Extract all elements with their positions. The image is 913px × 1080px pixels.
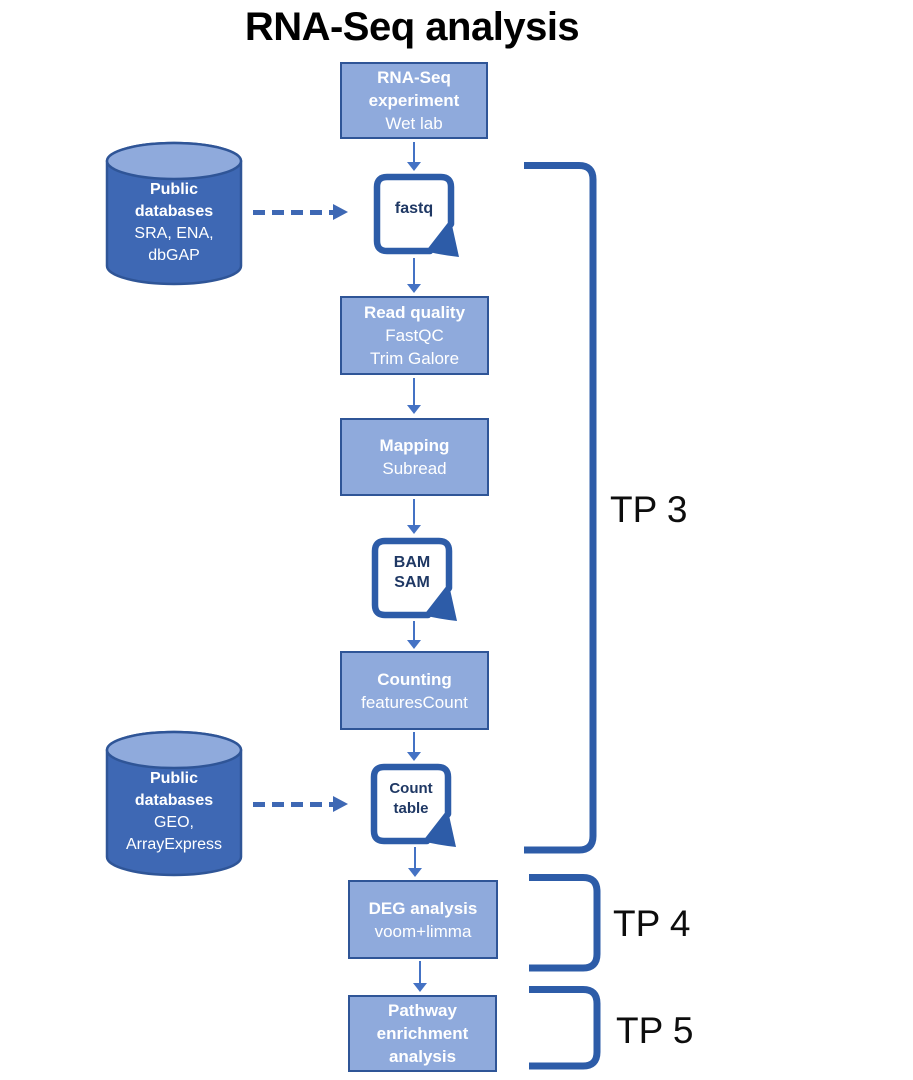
phase-label-tp3: TP 3	[610, 489, 688, 530]
diagram-title: RNA-Seq analysis	[244, 5, 580, 49]
db-line: SRA, ENA,	[134, 225, 214, 242]
box-line: experiment	[368, 91, 460, 110]
phase-bracket-tp5	[529, 986, 601, 1070]
dashed-arrow-icon	[253, 204, 348, 220]
arrow-down-icon	[407, 732, 421, 761]
box-line: FastQC	[385, 326, 444, 345]
dashed-arrow-icon	[253, 796, 348, 812]
arrow-down-icon	[407, 621, 421, 649]
document-icon	[373, 173, 459, 257]
box-line: Mapping	[379, 436, 450, 455]
doc-line: table	[393, 800, 429, 818]
database-icon	[105, 141, 243, 286]
db-line: Public	[149, 181, 198, 198]
doc-line: fastq	[394, 200, 434, 218]
db-line: dbGAP	[148, 247, 200, 264]
phase-bracket-tp4	[529, 874, 601, 972]
process-box-pathway-enrichment: Pathway enrichment analysis	[348, 995, 497, 1072]
database-label: Public databases SRA, ENA, dbGAP	[104, 179, 244, 267]
file-doc-count-table: Count table	[370, 763, 456, 847]
process-box-rna-seq-experiment: RNA-Seq experiment Wet lab	[340, 62, 488, 139]
arrow-down-icon	[413, 961, 427, 992]
box-line: voom+limma	[374, 921, 472, 941]
process-box-deg-analysis: DEG analysis voom+limma	[348, 880, 498, 959]
phase-bracket-tp3	[524, 162, 597, 854]
process-box-counting: Counting featuresCount	[340, 651, 489, 730]
database-icon	[105, 730, 243, 877]
box-line: RNA-Seq	[377, 68, 451, 87]
doc-line: Count	[389, 780, 433, 798]
box-line: Read quality	[363, 303, 466, 322]
document-icon	[371, 537, 457, 621]
box-line: analysis	[388, 1047, 457, 1066]
box-line: enrichment	[376, 1024, 469, 1043]
db-line: databases	[134, 203, 214, 220]
arrow-down-icon	[408, 847, 422, 877]
box-line: Wet lab	[385, 114, 443, 133]
phase-label-tp4: TP 4	[613, 903, 691, 944]
arrow-down-icon	[407, 499, 421, 534]
db-line: ArrayExpress	[125, 836, 223, 853]
process-box-mapping: Mapping Subread	[340, 418, 489, 496]
box-line: Counting	[377, 669, 452, 689]
arrow-down-icon	[407, 378, 421, 414]
doc-line: BAM	[393, 554, 431, 572]
file-doc-fastq: fastq	[373, 173, 459, 257]
box-line: DEG analysis	[368, 898, 478, 918]
db-line: databases	[134, 792, 214, 809]
phase-label-tp5: TP 5	[616, 1010, 694, 1051]
doc-line: SAM	[394, 574, 430, 592]
file-doc-bam-sam: BAM SAM	[371, 537, 457, 621]
database-cylinder-sra: Public databases SRA, ENA, dbGAP	[104, 139, 244, 287]
process-box-read-quality: Read quality FastQC Trim Galore	[340, 296, 489, 375]
document-icon	[370, 763, 456, 847]
arrow-down-icon	[407, 258, 421, 293]
box-line: Pathway	[388, 1001, 457, 1020]
database-label: Public databases GEO, ArrayExpress	[104, 768, 244, 856]
box-line: Trim Galore	[369, 349, 460, 368]
database-cylinder-geo: Public databases GEO, ArrayExpress	[104, 728, 244, 878]
arrow-down-icon	[407, 142, 421, 171]
box-line: Subread	[382, 459, 447, 478]
box-line: featuresCount	[361, 692, 468, 712]
db-line: GEO,	[153, 814, 194, 831]
db-line: Public	[149, 770, 198, 787]
